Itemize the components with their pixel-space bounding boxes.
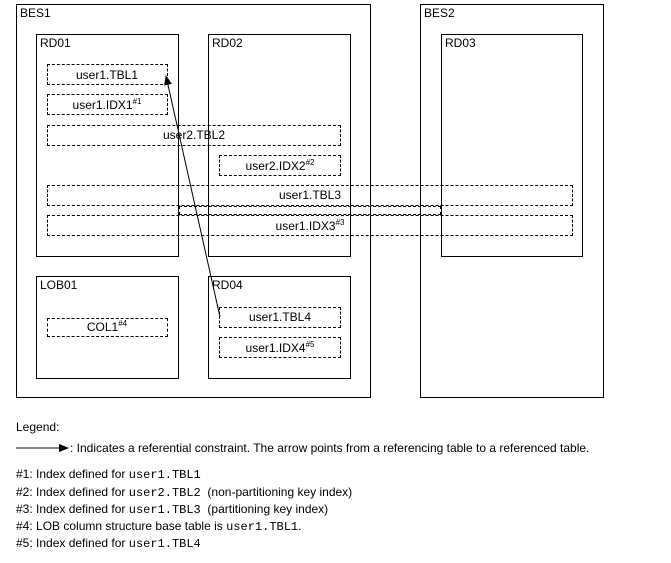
rdarea-rd03: RD03 bbox=[441, 34, 583, 257]
col1-box bbox=[47, 318, 168, 337]
idx3-text: user1.IDX3#3 bbox=[275, 218, 345, 234]
idx1-text: user1.IDX1#1 bbox=[72, 97, 142, 113]
footnote-4: #4: LOB column structure base table is u… bbox=[16, 519, 302, 534]
tbl3-text: user1.TBL3 bbox=[278, 188, 342, 202]
lob01-label: LOB01 bbox=[40, 278, 78, 292]
tbl4-box bbox=[219, 307, 341, 328]
footnote-5: #5: Index defined for user1.TBL4 bbox=[16, 536, 201, 551]
rd03-label: RD03 bbox=[445, 36, 476, 50]
idx3-footnote-ref: #3 bbox=[335, 218, 345, 227]
tbl3-box bbox=[47, 185, 573, 206]
footnote-3: #3: Index defined for user1.TBL3 (partit… bbox=[16, 502, 329, 517]
idx4-footnote-ref: #5 bbox=[305, 340, 315, 349]
idx3-box bbox=[47, 215, 573, 236]
bes2-label: BES2 bbox=[424, 6, 455, 20]
idx2-text: user2.IDX2#2 bbox=[245, 158, 315, 174]
rdarea-lob01: LOB01 bbox=[36, 276, 179, 379]
tbl1-text: user1.TBL1 bbox=[75, 68, 139, 82]
rd02-label: RD02 bbox=[212, 36, 243, 50]
rd01-label: RD01 bbox=[40, 36, 71, 50]
footnote-2: #2: Index defined for user2.TBL2 (non-pa… bbox=[16, 485, 353, 500]
legend-arrow-text: : Indicates a referential constraint. Th… bbox=[70, 441, 590, 455]
rd04-label: RD04 bbox=[212, 278, 243, 292]
footnote-1: #1: Index defined for user1.TBL1 bbox=[16, 467, 201, 482]
legend-title: Legend: bbox=[16, 420, 60, 434]
col1-footnote-ref: #4 bbox=[118, 319, 128, 328]
idx4-box bbox=[219, 337, 341, 358]
idx1-footnote-ref: #1 bbox=[132, 97, 142, 106]
idx4-text: user1.IDX4#5 bbox=[245, 340, 315, 356]
col1-text: COL1#4 bbox=[86, 319, 128, 335]
tbl4-text: user1.TBL4 bbox=[248, 310, 312, 324]
idx2-footnote-ref: #2 bbox=[305, 158, 315, 167]
bes1-label: BES1 bbox=[20, 6, 51, 20]
tbl1-box bbox=[47, 64, 168, 85]
tbl3-gap-box bbox=[179, 206, 441, 215]
tbl2-text: user2.TBL2 bbox=[162, 128, 226, 142]
